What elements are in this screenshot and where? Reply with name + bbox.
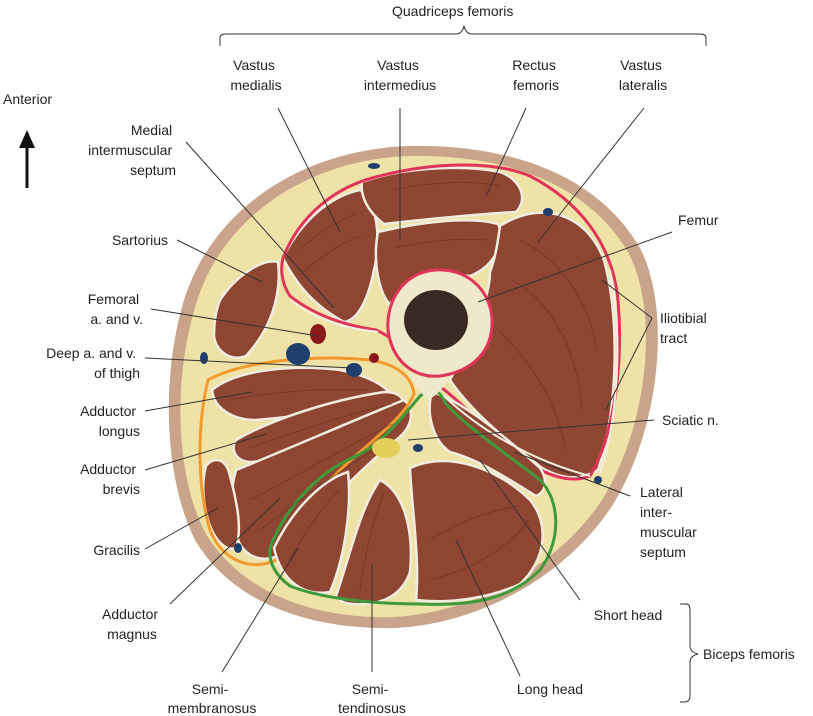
semitendinosus-muscle <box>334 478 413 606</box>
long-head-label: Long head <box>517 681 583 697</box>
deep-artery-icon <box>369 353 379 363</box>
lateral-intermuscular-septum-line <box>443 395 591 477</box>
femur-marrow <box>404 290 468 350</box>
vastus-intermedius-label: Vastus intermedius <box>364 57 436 93</box>
superficial-vein-icon <box>200 352 208 364</box>
medial-compartment-border <box>198 356 416 566</box>
anterior-label: Anterior <box>3 91 52 107</box>
superficial-vein-icon <box>543 208 553 216</box>
femoral-vein-icon <box>286 343 310 365</box>
adductor-brevis-label: Adductor brevis <box>80 461 140 497</box>
semimembranosus-label: Semi- membranosus <box>168 681 257 716</box>
labels: Vastus medialis Vastus intermedius Rectu… <box>46 57 719 716</box>
quadriceps-brace <box>219 25 707 46</box>
lateral-intermuscular-septum-label: Lateral inter- muscular septum <box>640 484 701 560</box>
vastus-medialis-label: Vastus medialis <box>230 57 281 93</box>
anterior-compartment-border <box>280 163 621 481</box>
adductor-magnus-label: Adductor magnus <box>102 606 162 642</box>
quadriceps-femoris-label: Quadriceps femoris <box>392 3 513 19</box>
rectus-femoris-label: Rectus femoris <box>512 57 559 93</box>
superficial-vein-icon <box>234 543 242 553</box>
femur-label: Femur <box>678 212 719 228</box>
medial-intermuscular-septum-line <box>289 299 379 333</box>
muscle-fiber-texture <box>229 182 597 591</box>
anterior-arrow-icon <box>19 130 35 188</box>
short-head-label: Short head <box>594 607 663 623</box>
femoral-artery-icon <box>310 324 326 344</box>
semitendinosus-label: Semi- tendinosus <box>338 681 406 716</box>
femur-bone <box>386 268 494 400</box>
deep-vein-icon <box>346 363 362 377</box>
iliotibial-tract-line <box>599 269 619 475</box>
medial-compartment-muscles <box>202 366 413 560</box>
cross-section-illustration <box>168 145 658 629</box>
rectus-femoris-muscle <box>360 166 524 226</box>
iliotibial-tract-label: Iliotibial tract <box>660 310 711 346</box>
sartorius-muscle <box>212 260 280 359</box>
biceps-femoris-label: Biceps femoris <box>703 646 795 662</box>
sciatic-nerve-label: Sciatic n. <box>662 412 719 428</box>
deep-vessels-label: Deep a. and v. of thigh <box>46 345 140 381</box>
posterior-compartment-border <box>268 388 558 606</box>
vastus-lateralis-muscle <box>448 211 616 479</box>
vastus-lateralis-label: Vastus lateralis <box>619 57 667 93</box>
femoral-vessels-label: Femoral a. and v. <box>88 291 143 327</box>
medial-intermuscular-septum-label: Medial intermuscular septum <box>88 122 176 178</box>
biceps-femoris-brace <box>680 603 699 703</box>
femur-linea-aspera <box>408 372 450 400</box>
vastus-medialis-muscle <box>281 188 379 324</box>
superficial-vein-icon <box>594 476 602 484</box>
posterior-compartment-muscles <box>272 390 547 606</box>
superficial-vein-icon <box>368 163 380 169</box>
sartorius-label: Sartorius <box>112 232 168 248</box>
leader-lines <box>144 107 673 677</box>
semimembranosus-muscle <box>272 470 351 594</box>
sciatic-nerve-icon <box>372 438 400 458</box>
neurovascular-structures <box>200 163 602 553</box>
anterior-compartment-muscles <box>212 166 616 479</box>
adductor-longus-label: Adductor longus <box>80 403 140 439</box>
gracilis-label: Gracilis <box>93 542 140 558</box>
superficial-vein-icon <box>413 444 423 452</box>
